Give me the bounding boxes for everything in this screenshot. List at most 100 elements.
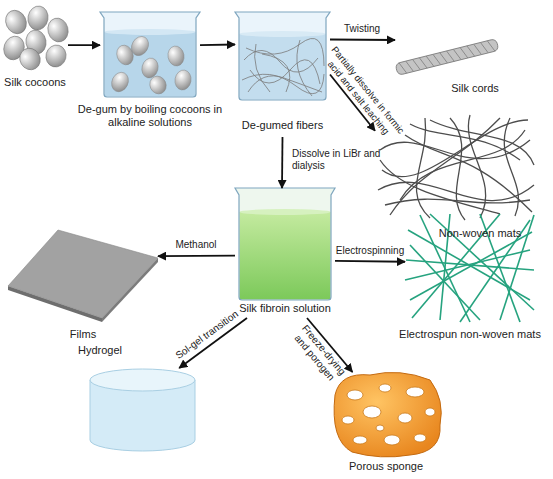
- porous-sponge: [334, 372, 441, 457]
- cylinder-top: [90, 369, 195, 391]
- mat-fiber: [416, 118, 430, 218]
- stage-label: Films: [43, 328, 123, 341]
- sponge-body: [334, 372, 441, 457]
- stage-label: Electrospun non-woven mats: [395, 328, 545, 341]
- cord-body: [395, 39, 499, 76]
- cord-twist: [433, 53, 441, 66]
- liquid-surface: [240, 31, 326, 37]
- flow-arrow: [158, 255, 235, 257]
- sponge-pore: [376, 425, 384, 431]
- process-stage: Electrospun non-woven mats: [405, 210, 535, 325]
- cord-twist: [460, 46, 468, 59]
- cord-twist: [474, 43, 482, 56]
- beaker-outline: [100, 12, 200, 97]
- flow-arrow: [68, 44, 100, 46]
- sponge-pore: [406, 387, 424, 397]
- silk-fiber: [262, 54, 290, 92]
- cord-twist: [487, 40, 495, 53]
- cocoon: [166, 45, 185, 67]
- cord-twist: [480, 41, 488, 54]
- process-stage: Silk fibroin solution: [235, 188, 335, 318]
- stage-label: Silk cords: [435, 82, 515, 95]
- cocoon: [45, 16, 71, 44]
- stage-label: Porous sponge: [326, 460, 446, 473]
- edge-label: Twisting: [322, 23, 402, 35]
- silk-fiber: [246, 38, 324, 66]
- sponge-pore: [342, 416, 354, 424]
- edge-label: Freeze-drying and porogen: [286, 318, 353, 391]
- cord-twist: [453, 48, 461, 61]
- degum-beaker: [100, 12, 200, 97]
- flow-arrow: [281, 137, 283, 188]
- fiber-beaker: [235, 12, 330, 100]
- edge-label: Dissolve in LiBr and dialysis: [292, 148, 382, 172]
- stage-label: Hydrogel: [60, 344, 140, 357]
- mat-fiber: [430, 120, 534, 165]
- process-stage: De-gum by boiling cocoons in alkaline so…: [100, 12, 200, 97]
- spun-fiber: [410, 245, 480, 320]
- mat-fiber: [450, 118, 465, 220]
- beaker-glass: [235, 188, 335, 300]
- cocoon: [147, 73, 169, 96]
- stage-label: Silk cocoons: [0, 76, 75, 89]
- cocoon: [173, 69, 192, 91]
- cocoon-pile: [0, 4, 70, 73]
- beaker-liquid: [105, 32, 196, 97]
- edge-label: Methanol: [156, 239, 236, 251]
- stage-label: Non-woven mats: [425, 227, 535, 240]
- silk-film: [8, 230, 158, 322]
- liquid-surface: [105, 29, 196, 35]
- sponge-pore: [353, 436, 367, 444]
- cocoon: [128, 33, 152, 58]
- sponge-pore: [414, 434, 426, 442]
- sponge-pore: [384, 435, 400, 445]
- spun-fiber: [405, 250, 530, 280]
- sponge-pore: [398, 413, 412, 423]
- process-stage: Silk cords: [395, 30, 500, 80]
- flow-arrow: [330, 39, 395, 41]
- beaker-glass: [235, 12, 330, 100]
- silk-fiber: [297, 40, 312, 96]
- spun-fiber: [410, 232, 532, 300]
- cocoon: [26, 4, 50, 31]
- cord-twist: [426, 55, 434, 68]
- sponge-pore: [379, 384, 391, 392]
- silk-fiber: [248, 76, 322, 92]
- flow-arrow: [335, 260, 405, 263]
- stage-label: De-gumed fibers: [225, 119, 340, 132]
- stage-label: De-gum by boiling cocoons in alkaline so…: [75, 103, 225, 129]
- cocoon: [2, 7, 30, 37]
- sponge-pore: [363, 406, 381, 418]
- cocoon: [43, 43, 68, 69]
- edge-label: Sol-gel transition: [163, 301, 251, 369]
- cord-twist: [447, 50, 455, 63]
- silk-fiber: [255, 44, 270, 92]
- cord-twist: [419, 57, 427, 70]
- beaker-outline: [235, 188, 335, 300]
- fibroin-beaker: [235, 188, 335, 300]
- electrospun-mat: [405, 214, 534, 322]
- process-stage: De-gumed fibers: [235, 12, 330, 137]
- process-stage: Porous sponge: [330, 372, 442, 457]
- beaker-glass: [100, 12, 200, 97]
- cord-twist: [406, 60, 414, 73]
- cord-twist: [467, 45, 475, 58]
- process-stage: Hydrogel: [90, 368, 195, 453]
- process-stage: Silk cocoons: [2, 8, 68, 70]
- edge-label: Electrospinning: [325, 245, 415, 257]
- cord-twist: [399, 62, 407, 75]
- liquid-surface: [240, 209, 331, 215]
- beaker-liquid: [240, 34, 326, 100]
- cocoon: [16, 44, 44, 73]
- sponge-pore: [425, 408, 435, 416]
- process-stage: Films: [8, 228, 158, 322]
- silk-cord: [395, 39, 499, 76]
- sponge-pore: [347, 390, 363, 400]
- beaker-liquid: [240, 212, 331, 300]
- mat-fiber: [400, 130, 525, 200]
- film-surface: [8, 230, 158, 318]
- hydrogel-cylinder: [90, 369, 195, 451]
